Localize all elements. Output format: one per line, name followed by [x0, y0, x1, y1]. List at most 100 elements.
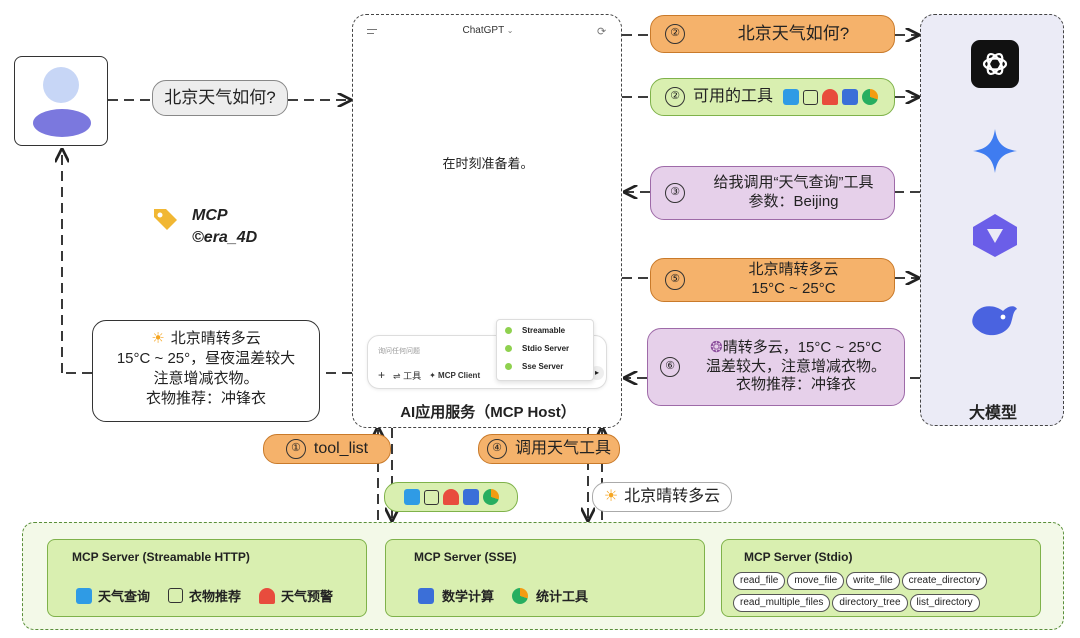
tag-create-directory: create_directory [901, 572, 988, 590]
dropdown-item-streamable[interactable]: Streamable [505, 326, 565, 335]
tool-weather-query: 天气查询 [98, 589, 151, 604]
step3-line1: 给我调用“天气查询”工具 [713, 174, 874, 192]
alert-icon [442, 489, 459, 505]
weather-icon [76, 587, 92, 604]
tag-read-file: read_file [733, 572, 786, 590]
qwen-logo-icon [969, 211, 1021, 264]
mcp-client-button[interactable]: ✦ MCP Client [429, 370, 481, 380]
server-title: MCP Server (Stdio) [744, 550, 853, 564]
step4-pill: ④ 调用天气工具 [478, 434, 620, 464]
pie-chart-icon [482, 489, 499, 505]
mcp-icon: ✦ [429, 370, 436, 380]
step3-pill: ③ 给我调用“天气查询”工具 参数：Beijing [650, 166, 895, 220]
weather-result-pill: ☀ 北京晴转多云 [592, 482, 732, 512]
sun-cloud-icon: ❂ [710, 338, 723, 356]
watermark-line2: ©era_4D [192, 229, 258, 246]
step-number: ③ [665, 183, 685, 203]
step2-query-pill: ② 北京天气如何? [650, 15, 895, 53]
chat-input-placeholder: 询问任何问题 [378, 348, 420, 355]
server-title: MCP Server (SSE) [414, 550, 517, 564]
servers-container: MCP Server (Streamable HTTP) 天气查询 衣物推荐 天… [22, 522, 1064, 630]
openai-logo-icon [971, 40, 1019, 88]
dropdown-item-stdio[interactable]: Stdio Server [505, 344, 569, 353]
step-number: ⑥ [660, 357, 680, 377]
mcp-client-dropdown: Streamable Stdio Server Sse Server [496, 319, 594, 381]
gemini-logo-icon [971, 127, 1019, 180]
status-dot-icon [505, 363, 512, 370]
weather-icon [403, 489, 420, 505]
step5-pill: ⑤ 北京晴转多云 15°C ~ 25°C [650, 258, 895, 302]
step6-line3: 衣物推荐：冲锋衣 [735, 376, 856, 394]
app-title[interactable]: ChatGPT [462, 25, 505, 36]
step1-pill: ① tool_list [263, 434, 391, 464]
step5-line2: 15°C ~ 25°C [751, 280, 836, 297]
calculator-icon [418, 587, 434, 604]
calculator-icon [842, 89, 859, 105]
plus-icon[interactable]: + [378, 368, 386, 382]
reply-line3: 注意增减衣物。 [153, 369, 259, 387]
user-query-text: 北京天气如何? [164, 88, 276, 108]
step-number: ① [285, 439, 306, 459]
sun-icon: ☀ [603, 488, 619, 505]
step2-query-text: 北京天气如何? [737, 24, 850, 44]
watermark: MCP ©era_4D [150, 205, 280, 255]
tools-button[interactable]: ⇌ 工具 [393, 370, 422, 381]
step6-line2: 温差较大，注意增减衣物。 [705, 357, 886, 375]
step4-text: 调用天气工具 [514, 440, 611, 457]
step2-tools-pill: ② 可用的工具 [650, 78, 895, 116]
clothes-icon [803, 89, 819, 105]
server-title: MCP Server (Streamable HTTP) [72, 550, 250, 564]
step-number: ② [665, 87, 685, 107]
tag-directory-tree: directory_tree [832, 594, 908, 612]
sliders-icon: ⇌ [393, 370, 401, 381]
pie-chart-icon [512, 587, 529, 604]
user-card [14, 56, 108, 146]
step-number: ② [665, 24, 685, 44]
menu-icon[interactable] [367, 29, 377, 34]
reply-line1: 北京晴转多云 [170, 330, 261, 347]
dropdown-item-sse[interactable]: Sse Server [505, 362, 563, 371]
mcp-host-panel: ChatGPT ⌄ ⟳ 在时刻准备着。 询问任何问题 + ⇌ 工具 ✦ MCP … [352, 14, 622, 428]
pie-chart-icon [862, 89, 879, 105]
step5-line1: 北京晴转多云 [748, 261, 839, 279]
deepseek-logo-icon [969, 297, 1021, 346]
tag-move-file: move_file [787, 572, 845, 590]
step3-line2: 参数：Beijing [748, 193, 839, 210]
reply-line2: 15°C ~ 25°，昼夜温差较大 [116, 349, 296, 367]
tag-icon [154, 209, 177, 230]
step1-text: tool_list [313, 440, 369, 457]
sun-icon: ☀ [151, 330, 165, 347]
step6-line1: 晴转多云，15°C ~ 25°C [722, 338, 882, 356]
watermark-line1: MCP [192, 207, 228, 224]
status-dot-icon [505, 345, 512, 352]
step-number: ④ [486, 439, 507, 459]
user-query-bubble: 北京天气如何? [152, 80, 288, 116]
alert-icon [822, 89, 839, 105]
refresh-icon[interactable]: ⟳ [597, 26, 607, 38]
tool-clothing: 衣物推荐 [189, 589, 242, 604]
step6-pill: ⑥ ❂晴转多云，15°C ~ 25°C 温差较大，注意增减衣物。 衣物推荐：冲锋… [647, 328, 905, 406]
clothes-icon [168, 588, 184, 603]
weather-icon [783, 89, 800, 105]
tag-write-file: write_file [846, 572, 900, 590]
calculator-icon [462, 489, 479, 505]
user-reply-bubble: ☀ 北京晴转多云 15°C ~ 25°，昼夜温差较大 注意增减衣物。 衣物推荐：冲… [92, 320, 320, 422]
alert-icon [259, 587, 276, 604]
reply-line4: 衣物推荐：冲锋衣 [145, 389, 266, 407]
user-avatar-body [33, 109, 91, 137]
tool-stats: 统计工具 [536, 589, 589, 604]
tag-read-multiple-files: read_multiple_files [733, 594, 831, 612]
greeting: 在时刻准备着。 [442, 156, 534, 171]
chevron-down-icon[interactable]: ⌄ [506, 26, 514, 35]
tool-list-icons-pill [384, 482, 518, 512]
step2-tools-text: 可用的工具 [693, 88, 774, 105]
tool-math: 数学计算 [442, 589, 495, 604]
tag-list-directory: list_directory [909, 594, 980, 612]
tool-weather-alert: 天气预警 [281, 589, 334, 604]
clothes-icon [423, 489, 439, 505]
user-avatar-icon [43, 67, 79, 103]
step-number: ⑤ [665, 270, 685, 290]
server-sse: MCP Server (SSE) 数学计算 统计工具 [385, 539, 705, 617]
